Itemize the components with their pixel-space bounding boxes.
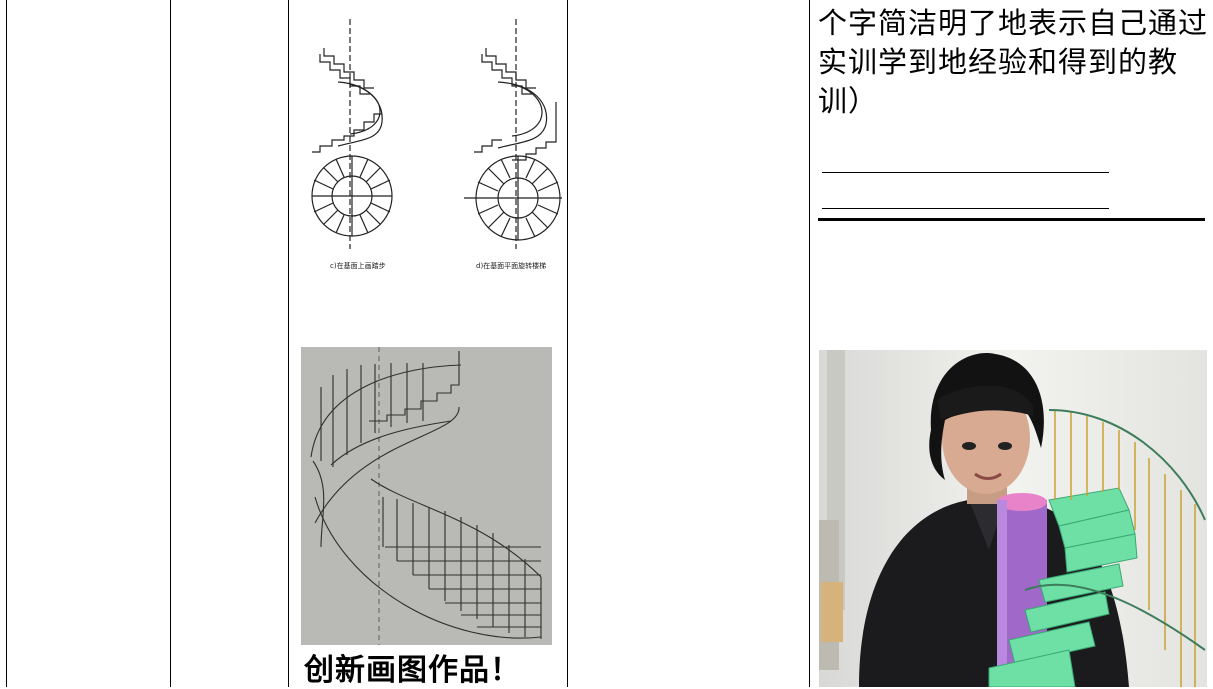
table-col-divider-3 [567, 0, 568, 687]
diagram-caption-left: c)在基面上画踏步 [330, 261, 386, 270]
hand-drawn-stair-photo [301, 347, 552, 645]
table-col-divider-1 [170, 0, 171, 687]
table-row-divider [818, 218, 1205, 221]
blank-line-1 [822, 172, 1109, 173]
table-col-divider-4 [809, 0, 810, 687]
drawing-caption: 创新画图作品！ [304, 653, 521, 688]
diagram-caption-right: d)在基面平面旋转楼梯 [476, 261, 546, 270]
student-with-model-photo [819, 350, 1207, 687]
table-col-divider-2 [288, 0, 289, 687]
spiral-stair-diagram: c)在基面上画踏步 d)在基面平面旋转楼梯 [311, 19, 562, 270]
blank-line-2 [822, 208, 1109, 209]
table-border-left [6, 0, 7, 687]
right-cell-text: 个字简洁明了地表示自己通过实训学到地经验和得到的教训） [818, 6, 1209, 118]
